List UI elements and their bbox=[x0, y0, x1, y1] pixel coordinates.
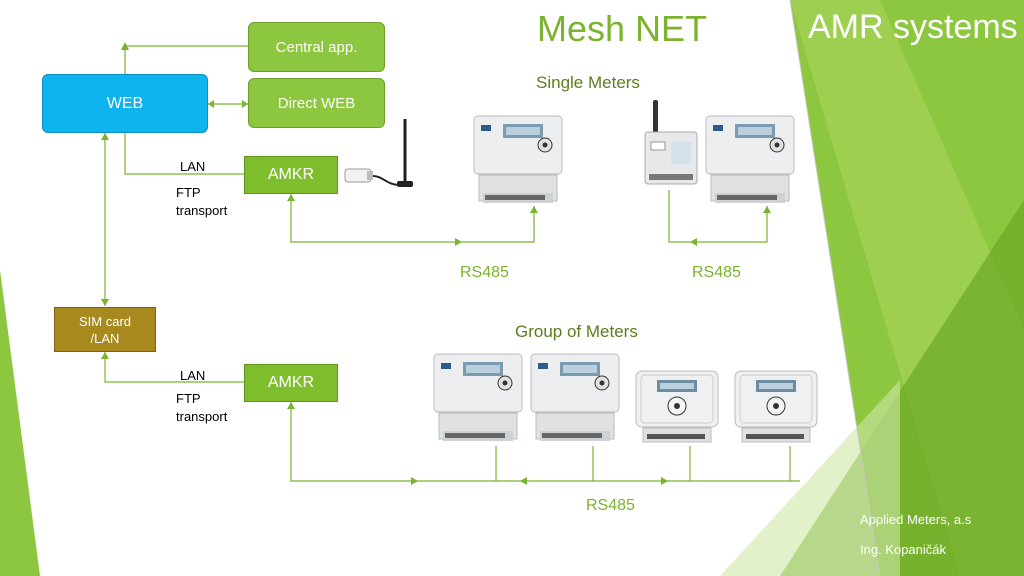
arrow-left bbox=[208, 100, 214, 108]
arrow-left bbox=[520, 477, 527, 485]
arrow-up bbox=[287, 402, 295, 409]
arrow-up bbox=[287, 194, 295, 201]
single-meters-heading: Single Meters bbox=[536, 73, 640, 92]
rs485-label-group: RS485 bbox=[586, 497, 635, 514]
wire-amkr-rs485-group bbox=[290, 402, 800, 482]
compact-meter-icon bbox=[635, 370, 719, 443]
compact-meter-icon bbox=[734, 370, 818, 443]
usb-modem-icon bbox=[344, 119, 413, 187]
arrow-up bbox=[763, 206, 771, 213]
arrow-up bbox=[101, 352, 109, 359]
arrow-up bbox=[530, 206, 538, 213]
web-box: WEB bbox=[42, 74, 208, 133]
footer-company: Applied Meters, a.s bbox=[860, 512, 972, 527]
wire-rs485-right bbox=[668, 190, 768, 243]
electricity-meter-icon bbox=[473, 115, 563, 203]
rs485-label-right: RS485 bbox=[692, 264, 741, 281]
direct-web-box: Direct WEB bbox=[248, 78, 385, 128]
lan-sublabel: /LAN bbox=[90, 330, 120, 346]
wire-sim-amkr-bottom bbox=[104, 352, 244, 383]
rs485-label-left: RS485 bbox=[460, 264, 509, 281]
wire-web-amkr-top bbox=[124, 133, 244, 175]
lan-label: LAN bbox=[180, 159, 206, 174]
arrow-right bbox=[242, 100, 248, 108]
wire-amkr-rs485-single bbox=[290, 194, 535, 243]
slide-title: Mesh NET bbox=[537, 8, 708, 49]
electricity-meter-icon bbox=[530, 353, 620, 441]
section-title: AMR systems bbox=[808, 8, 1018, 46]
transport-label: transport bbox=[176, 409, 228, 424]
thin-diagonal-line bbox=[789, 0, 881, 576]
right-accent-pale bbox=[720, 380, 900, 576]
ftp-label: FTP bbox=[176, 185, 201, 200]
arrow-up bbox=[101, 133, 109, 140]
central-app-box: Central app. bbox=[248, 22, 385, 72]
ftp-label: FTP bbox=[176, 391, 201, 406]
lan-label: LAN bbox=[180, 368, 206, 383]
arrow-right bbox=[455, 238, 462, 246]
arrow-right bbox=[411, 477, 418, 485]
arrow-down bbox=[101, 299, 109, 306]
arrow-left bbox=[690, 238, 697, 246]
arrow-up bbox=[121, 42, 129, 50]
arrow-right bbox=[661, 477, 668, 485]
amkr-box-bottom: AMKR bbox=[244, 364, 338, 402]
footer-author: Ing. Kopaničák bbox=[860, 542, 947, 557]
transport-label: transport bbox=[176, 203, 228, 218]
sim-card-box: SIM card /LAN bbox=[54, 307, 156, 352]
electricity-meter-icon bbox=[705, 115, 795, 203]
electricity-meter-icon bbox=[433, 353, 523, 441]
amkr-box-top: AMKR bbox=[244, 156, 338, 194]
sim-card-label: SIM card bbox=[78, 313, 131, 329]
group-meters-heading: Group of Meters bbox=[515, 322, 638, 341]
wire-web-central bbox=[124, 45, 248, 74]
gsm-modem-icon bbox=[644, 100, 698, 185]
left-accent-shape bbox=[0, 270, 40, 576]
